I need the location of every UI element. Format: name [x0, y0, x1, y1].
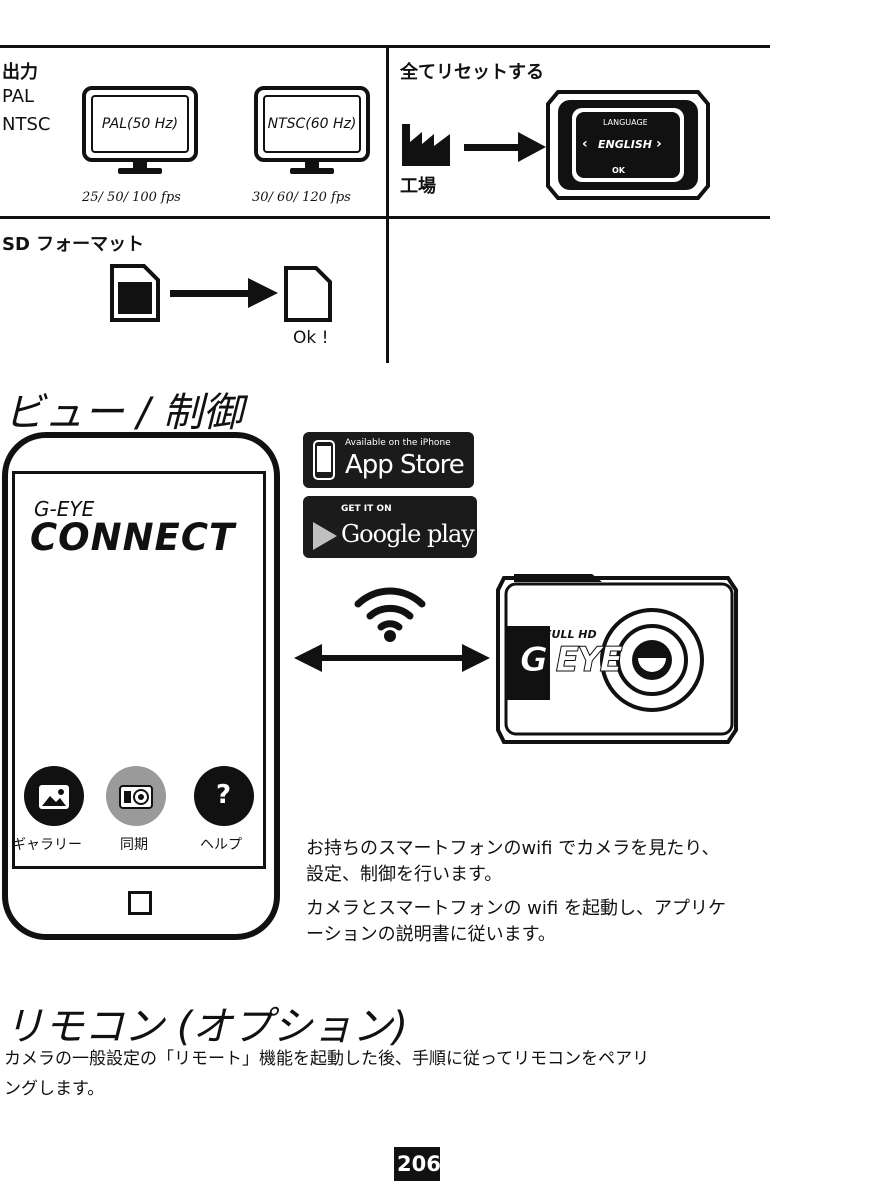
app-store-badge[interactable]: Available on the iPhone App Store — [303, 432, 474, 488]
ntsc-fps: 30/ 60/ 120 fps — [252, 190, 351, 205]
view-heading: ビュー / 制御 — [4, 390, 243, 436]
camera-screen-bottom: OK — [612, 166, 625, 175]
phone-icon — [313, 440, 335, 480]
camera-screen-top: LANGUAGE — [603, 118, 648, 127]
image-icon — [39, 785, 69, 809]
double-arrow-icon — [294, 644, 490, 672]
middle-rule — [0, 216, 770, 219]
camera-icon — [119, 785, 153, 809]
camera-screen-right-chevron: › — [656, 136, 662, 152]
camera-badge-brand: G EYE — [520, 640, 624, 681]
app-brand-big: CONNECT — [30, 516, 236, 559]
output-title: 出力 — [2, 62, 38, 83]
phone-frame — [2, 432, 280, 940]
factory-icon — [402, 124, 450, 166]
help-label: ヘルプ — [200, 837, 242, 853]
page-number-box — [394, 1147, 440, 1181]
sync-label: 同期 — [120, 837, 148, 853]
remote-text-line-2: ングします。 — [4, 1079, 105, 1099]
arrow-right-sd-icon — [170, 278, 278, 308]
view-desc-line-3: カメラとスマートフォンの wifi を起動し、アプリケ — [306, 898, 726, 919]
google-play-small: GET IT ON — [341, 504, 392, 514]
grid-divider — [386, 45, 389, 363]
wifi-icon — [354, 587, 426, 642]
app-brand-small: G-EYE — [34, 497, 95, 521]
page-number: 206 — [397, 1152, 441, 1176]
remote-text-line-1: カメラの一般設定の「リモート」機能を起動した後、手順に従ってリモコンをペアリ — [4, 1049, 650, 1069]
camera-screen-middle: ENGLISH — [598, 138, 652, 151]
view-desc-line-1: お持ちのスマートフォンのwifi でカメラを見たり、 — [306, 838, 720, 859]
pal-fps: 25/ 50/ 100 fps — [82, 190, 181, 205]
sd-card-empty-icon — [284, 266, 332, 322]
factory-label: 工場 — [400, 176, 436, 197]
option-ntsc: NTSC — [2, 114, 51, 135]
option-pal: PAL — [2, 86, 35, 107]
ntsc-monitor-label: NTSC(60 Hz) — [263, 95, 361, 153]
sd-title: SD フォーマット — [2, 234, 145, 255]
gallery-button[interactable] — [24, 766, 84, 826]
google-play-big: Google play — [341, 520, 475, 548]
sd-card-icon — [110, 264, 160, 322]
reset-title: 全てリセットする — [400, 62, 544, 83]
gallery-label: ギャラリー — [12, 837, 82, 853]
play-icon — [313, 522, 337, 550]
google-play-badge[interactable]: GET IT ON Google play — [303, 496, 477, 558]
home-button[interactable] — [128, 891, 152, 915]
camera-back-icon — [546, 90, 710, 200]
top-rule — [0, 45, 770, 48]
arrow-right-icon — [464, 132, 546, 162]
remote-heading: リモコン (オプション) — [4, 1004, 408, 1050]
sync-button[interactable] — [106, 766, 166, 826]
camera-badge-top: FULL HD — [544, 628, 597, 641]
camera-front-icon — [496, 574, 738, 744]
app-store-big: App Store — [345, 450, 465, 480]
view-desc-line-2: 設定、制御を行います。 — [306, 864, 503, 885]
help-button[interactable]: ? — [194, 766, 254, 826]
help-icon: ? — [216, 780, 232, 810]
phone-screen — [12, 471, 266, 869]
app-store-small: Available on the iPhone — [345, 438, 451, 448]
pal-monitor-label: PAL(50 Hz) — [91, 95, 189, 153]
sd-ok-label: Ok ! — [293, 328, 329, 348]
view-desc-line-4: ーションの説明書に従います。 — [306, 924, 556, 945]
camera-screen-left-chevron: ‹ — [582, 136, 588, 152]
